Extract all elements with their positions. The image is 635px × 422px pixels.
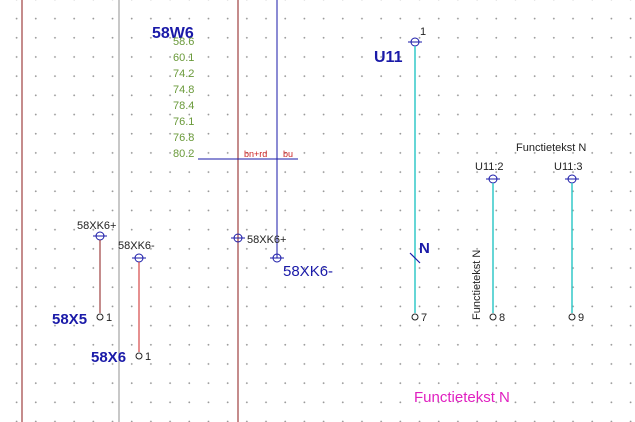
vertical-function-text: Functietekst N — [471, 250, 483, 320]
terminal-58x5-pin: 1 — [106, 312, 112, 324]
connector-58xk6-plus-left-label: 58XK6+ — [77, 220, 116, 232]
cable-core-id: 76.8 — [173, 132, 194, 144]
connector-58xk6-minus-left-symbol[interactable] — [132, 253, 146, 263]
footer-function-text[interactable]: Functietekst N — [414, 389, 510, 406]
core-color-bu: bu — [283, 149, 293, 159]
u11-pin1-number: 1 — [420, 26, 426, 38]
cable-core-id-list: 58.6 60.1 74.2 74.8 78.4 76.1 76.8 80.2 — [173, 36, 194, 160]
cable-core-id: 74.2 — [173, 68, 194, 80]
cable-core-id: 74.8 — [173, 84, 194, 96]
connector-58xk6-minus-left-label: 58XK6- — [118, 240, 155, 252]
cable-core-id: 60.1 — [173, 52, 194, 64]
terminal-58x6-name[interactable]: 58X6 — [91, 349, 126, 366]
cable-name[interactable]: 58W6 — [152, 25, 194, 42]
terminal-58x5-name[interactable]: 58X5 — [52, 311, 87, 328]
u11-switch-label: N — [419, 240, 430, 257]
u11-2-pin-symbol[interactable] — [486, 174, 500, 184]
connector-58xk6-minus-right-symbol[interactable] — [270, 253, 284, 263]
cable-core-id: 58.6 — [173, 36, 194, 48]
connector-58xk6-minus-right-label[interactable]: 58XK6- — [283, 263, 333, 280]
u11-3-pin-symbol[interactable] — [565, 174, 579, 184]
connector-58xk6-plus-left-symbol[interactable] — [93, 231, 107, 241]
terminal-58x5-dot[interactable] — [96, 313, 104, 321]
u11-pin8-number: 8 — [499, 312, 505, 324]
u11-pin1-symbol[interactable] — [408, 37, 422, 47]
core-color-bn-rd: bn+rd — [244, 149, 267, 159]
u11-2-label: U11:2 — [475, 161, 504, 173]
cable-core-id: 76.1 — [173, 116, 194, 128]
u11-pin8-dot[interactable] — [489, 313, 497, 321]
terminal-58x6-pin: 1 — [145, 351, 151, 363]
connector-58xk6-plus-right-symbol[interactable] — [231, 233, 245, 243]
component-u11-name[interactable]: U11 — [374, 49, 403, 66]
function-text-top: Functietekst N — [516, 142, 586, 154]
u11-switch-slash — [409, 252, 421, 264]
u11-pin9-dot[interactable] — [568, 313, 576, 321]
cable-core-id: 80.2 — [173, 148, 194, 160]
u11-pin7-dot[interactable] — [411, 313, 419, 321]
cable-core-id: 78.4 — [173, 100, 194, 112]
terminal-58x6-dot[interactable] — [135, 352, 143, 360]
u11-pin9-number: 9 — [578, 312, 584, 324]
u11-3-label: U11:3 — [554, 161, 583, 173]
u11-pin7-number: 7 — [421, 312, 427, 324]
connector-58xk6-plus-right-label: 58XK6+ — [247, 234, 286, 246]
